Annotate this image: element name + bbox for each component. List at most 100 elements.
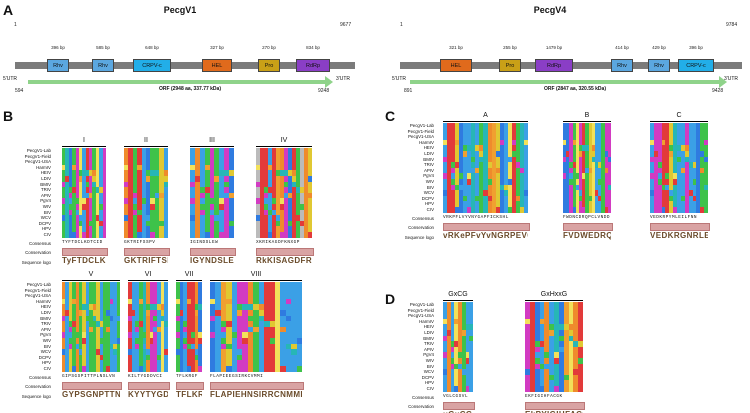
residue-cell: [198, 366, 203, 372]
residue-cell: [450, 324, 455, 330]
residue-cell: [696, 201, 701, 207]
residue-cell: [89, 148, 93, 154]
residue-cell: [113, 298, 117, 305]
residue-cell: [554, 335, 560, 342]
virus-name: HEIV: [423, 145, 434, 151]
residue-cell: [598, 156, 602, 163]
residue-cell: [102, 287, 107, 294]
residue-cell: [214, 226, 220, 232]
residue-cell: [604, 128, 609, 135]
residue-cell: [199, 226, 205, 232]
residue-cell: [653, 201, 659, 207]
residue-cell: [443, 162, 448, 168]
residue-cell: [569, 134, 573, 140]
residue-cell: [190, 298, 195, 305]
residue-cell: [451, 134, 456, 140]
residue-cell: [657, 145, 662, 151]
virus-name: LDIV: [41, 175, 51, 181]
residue-cell: [451, 128, 456, 135]
residue-cell: [237, 310, 243, 316]
residue-cell: [194, 310, 199, 316]
residue-cell: [68, 338, 73, 344]
residue-cell: [529, 307, 535, 314]
panelB-consensus-6: TFLKRGF: [176, 373, 198, 379]
residue-cell: [534, 386, 540, 392]
residue-cell: [82, 349, 87, 355]
residue-cell: [653, 134, 659, 140]
residue-cell: [549, 330, 555, 336]
residue-cell: [467, 134, 472, 140]
residue-cell: [194, 338, 199, 344]
residue-cell: [471, 156, 476, 163]
residue-cell: [209, 159, 215, 165]
residue-cell: [704, 156, 709, 163]
residue-cell: [242, 332, 249, 338]
residue-cell: [579, 195, 583, 202]
residue-cell: [72, 282, 76, 288]
residue-cell: [491, 134, 496, 140]
residue-cell: [499, 151, 504, 157]
virus-name: PgV4: [423, 352, 434, 358]
residue-cell: [483, 167, 488, 174]
residue-cell: [280, 354, 287, 361]
residue-cell: [688, 167, 693, 174]
residue-cell: [68, 209, 73, 216]
residue-cell: [296, 360, 303, 366]
residue-cell: [450, 330, 455, 336]
residue-cell: [89, 170, 93, 176]
residue-cell: [549, 346, 555, 353]
residue-cell: [300, 209, 305, 216]
residue-cell: [285, 298, 292, 305]
residue-cell: [696, 207, 701, 213]
residue-cell: [135, 338, 140, 344]
residue-cell: [274, 310, 281, 316]
residue-cell: [291, 366, 297, 372]
residue-cell: [153, 293, 158, 299]
residue-cell: [443, 151, 448, 157]
residue-cell: [511, 207, 517, 213]
residue-cell: [525, 386, 531, 392]
residue-cell: [247, 282, 254, 288]
residue-cell: [454, 330, 459, 336]
residue-cell: [700, 162, 705, 168]
residue-cell: [153, 366, 158, 372]
residue-cell: [65, 192, 70, 199]
residue-cell: [292, 220, 297, 227]
residue-cell: [558, 313, 564, 319]
residue-cell: [96, 304, 100, 310]
residue-cell: [661, 162, 666, 168]
residue-cell: [226, 287, 232, 294]
residue-cell: [179, 282, 184, 288]
residue-cell: [475, 201, 480, 207]
residue-cell: [209, 209, 215, 216]
residue-cell: [209, 220, 215, 227]
residue-cell: [256, 220, 261, 227]
residue-cell: [696, 190, 701, 196]
residue-cell: [102, 343, 107, 350]
panelB-bottom-logo-label: Sequence logo: [21, 393, 51, 399]
residue-cell: [231, 321, 238, 327]
residue-cell: [291, 315, 297, 322]
residue-cell: [79, 332, 83, 338]
panelD-conservation-label: Conservation: [408, 403, 434, 409]
residue-cell: [154, 176, 160, 182]
residue-cell: [113, 354, 117, 361]
residue-cell: [220, 293, 227, 299]
residue-cell: [132, 176, 138, 182]
residue-cell: [443, 184, 448, 191]
residue-cell: [164, 304, 169, 310]
residue-cell: [62, 298, 66, 305]
residue-cell: [92, 343, 97, 350]
residue-cell: [176, 354, 180, 361]
residue-cell: [99, 293, 104, 299]
residue-cell: [82, 209, 86, 216]
residue-cell: [296, 220, 301, 227]
residue-cell: [291, 293, 297, 299]
residue-cell: [190, 220, 196, 227]
residue-cell: [194, 349, 199, 355]
residue-cell: [588, 145, 593, 151]
residue-cell: [534, 341, 540, 347]
residue-cell: [495, 145, 500, 151]
residue-cell: [308, 204, 313, 210]
residue-cell: [446, 318, 451, 325]
